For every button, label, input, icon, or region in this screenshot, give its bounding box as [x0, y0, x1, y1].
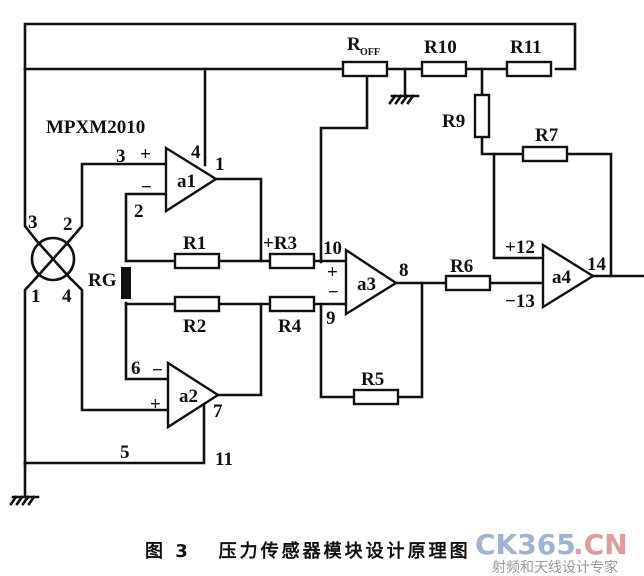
resistor-r7 — [521, 145, 569, 163]
ground-icon — [9, 495, 40, 506]
opamp-a2-minus-pin: 6 — [131, 358, 141, 379]
watermark: CK365 .CN 射频和天线设计专家 — [475, 528, 628, 576]
opamp-a4-plus-pin: +12 — [505, 237, 535, 258]
svg-text:R: R — [347, 34, 361, 55]
opamp-a1-minus-pin: 2 — [134, 201, 144, 222]
supply-pin-5: 5 — [120, 442, 130, 463]
opamp-a1-label: a1 — [177, 171, 196, 192]
sensor-pin-4: 4 — [62, 286, 72, 307]
wire-sensor-pin2 — [68, 162, 168, 242]
watermark-brand-b: .CN — [573, 528, 628, 561]
watermark-brand-a: CK365 — [475, 528, 576, 561]
resistor-r5-label: R5 — [361, 369, 384, 390]
opamp-a3-plus-sign: + — [327, 262, 338, 283]
opamp-a3-plus-pin: 10 — [323, 238, 342, 259]
opamp-a2-out-pin: 7 — [213, 401, 223, 422]
resistor-r2 — [173, 295, 221, 313]
opamp-a3-minus-sign: − — [328, 282, 339, 303]
resistor-r4-label: R4 — [278, 316, 302, 337]
opamp-a1-plus-pin: 3 — [116, 146, 126, 167]
resistor-r10-label: R10 — [424, 37, 457, 58]
resistor-r3-label: +R3 — [263, 233, 297, 254]
gain-resistor-rg — [121, 267, 131, 299]
wire-a1-minus — [124, 192, 168, 263]
opamp-a3 — [344, 247, 399, 317]
opamp-a2-label: a2 — [179, 386, 198, 407]
wire-a2-gnd — [23, 403, 206, 465]
watermark-tagline: 射频和天线设计专家 — [492, 559, 618, 576]
sensor-label: MPXM2010 — [46, 117, 145, 138]
resistor-r3 — [268, 252, 316, 270]
pressure-sensor-bridge-icon — [30, 236, 76, 282]
wire-a1-output — [214, 177, 263, 263]
opamp-a4-minus-pin: −13 — [505, 291, 535, 312]
opamp-a2-plus-sign: + — [150, 394, 161, 415]
wire-r7-right — [565, 152, 613, 278]
resistor-roff-label: R OFF — [347, 34, 380, 58]
opamp-a3-minus-pin: 9 — [326, 308, 336, 329]
gain-resistor-label: RG — [88, 270, 117, 291]
wires — [23, 22, 644, 499]
wire-a4-plus — [492, 152, 544, 260]
resistor-r10 — [420, 60, 468, 78]
wire-sensor-pin4 — [68, 276, 170, 412]
figure-caption: 图 3 压力传感器模块设计原理图 — [145, 540, 471, 562]
wire-r5-out — [396, 281, 424, 399]
opamp-a2 — [166, 360, 221, 430]
opamp-a1-minus-sign: − — [141, 177, 152, 198]
resistor-r9-label: R9 — [442, 111, 465, 132]
wire-r5-feedback — [319, 302, 356, 399]
opamp-a1-vcc-pin: 4 — [191, 142, 201, 163]
sensor-pin-3: 3 — [28, 212, 38, 233]
opamp-a3-out-pin: 8 — [399, 260, 409, 281]
resistor-r6 — [444, 274, 492, 292]
supply-pin-11: 11 — [215, 449, 233, 470]
wire-a2-minus — [124, 301, 170, 381]
resistor-r9 — [473, 93, 491, 139]
resistor-r4 — [268, 295, 316, 313]
sensor-pin-1: 1 — [31, 286, 41, 307]
wire-sensor-pin3 — [23, 67, 38, 242]
wire-roff-wiper — [319, 75, 369, 264]
wire-a2-output — [216, 302, 263, 397]
resistor-r2-label: R2 — [183, 316, 206, 337]
opamp-a1-out-pin: 1 — [215, 154, 225, 175]
wire-r9-bottom — [480, 135, 523, 156]
resistor-r11-label: R11 — [510, 37, 542, 58]
opamp-a1 — [164, 145, 219, 214]
svg-text:OFF: OFF — [360, 47, 380, 58]
opamp-a4-out-pin: 14 — [587, 254, 607, 275]
opamp-a3-label: a3 — [357, 274, 376, 295]
wire-top-feedback — [23, 22, 577, 71]
resistor-r1-label: R1 — [183, 233, 206, 254]
wire-sensor-pin1 — [23, 276, 38, 466]
resistor-r5 — [352, 388, 400, 406]
resistor-r7-label: R7 — [535, 125, 559, 146]
ground-icon — [388, 94, 420, 105]
opamp-a1-plus-sign: + — [140, 144, 151, 165]
resistor-roff — [341, 60, 389, 78]
sensor-pin-2: 2 — [63, 214, 73, 235]
resistor-r6-label: R6 — [450, 256, 473, 277]
resistor-r1 — [173, 252, 221, 270]
opamp-a4 — [541, 242, 596, 310]
resistor-r11 — [505, 60, 553, 78]
opamp-a4-label: a4 — [552, 267, 572, 288]
opamp-a2-minus-sign: − — [152, 360, 163, 381]
